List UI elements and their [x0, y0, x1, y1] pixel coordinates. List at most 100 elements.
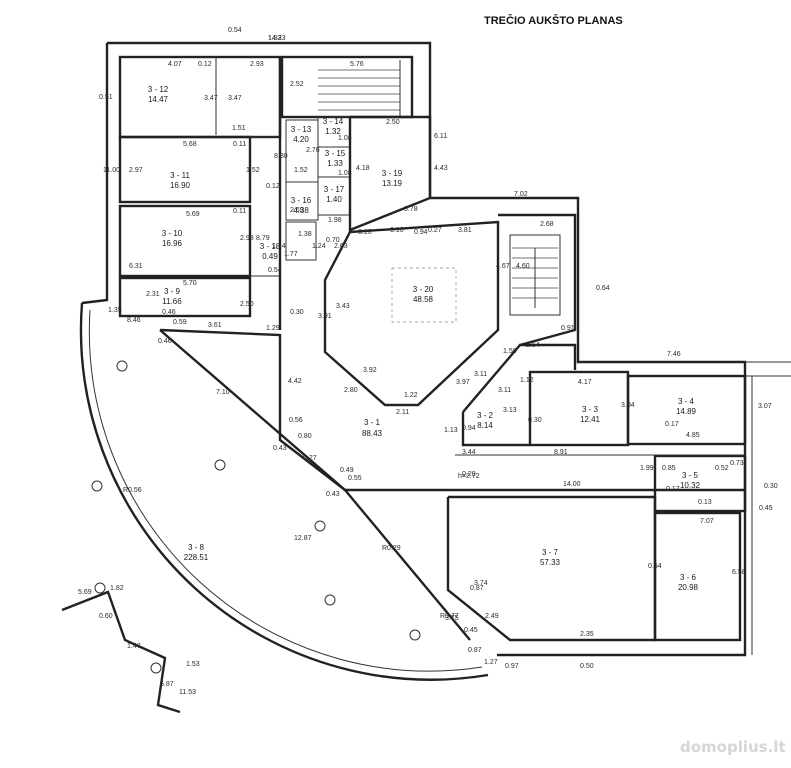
- dimension-label: 0.27: [303, 455, 317, 462]
- room-16-area: 4.38: [293, 206, 309, 215]
- dimension-label: 0.12: [198, 61, 212, 68]
- dimension-label: 3.11: [498, 387, 511, 394]
- room-5-id: 3 - 5: [682, 471, 699, 480]
- dimension-label: 1.35: [108, 307, 122, 314]
- dimension-label: 8.79: [256, 235, 270, 242]
- room-1-area: 88.43: [362, 429, 383, 438]
- dimension-label: 2.63: [334, 243, 348, 250]
- dimension-label: 3.97: [456, 379, 470, 386]
- dimension-label: 2.35: [580, 631, 594, 638]
- room-7-area: 57.33: [540, 558, 561, 567]
- columns: [91, 360, 421, 674]
- dimension-label: 6.58: [732, 569, 746, 576]
- dimension-label: 14.00: [563, 481, 581, 488]
- room-6-area: 20.98: [678, 583, 699, 592]
- plan-title: TREČIO AUKŠTO PLANAS: [484, 14, 623, 27]
- dimension-label: 0.46: [158, 338, 172, 345]
- room-17-area: 1.40: [326, 195, 342, 204]
- big-room-walls: [61, 329, 471, 714]
- dimension-label: R0.29: [382, 545, 401, 552]
- dimension-label: 0.17: [666, 486, 680, 493]
- dimension-label: 0.97: [505, 663, 519, 670]
- dimension-label: 0.46: [162, 309, 176, 316]
- dimension-label: 3.61: [208, 322, 222, 329]
- dimension-label: 2.50: [240, 301, 254, 308]
- room-5-area: 10.32: [680, 481, 701, 490]
- room-13-area: 4.20: [293, 135, 309, 144]
- dimension-label: 0.49: [340, 467, 354, 474]
- dimension-label: 3.47: [204, 95, 218, 102]
- room-3-id: 3 - 3: [582, 405, 599, 414]
- dimension-label: 8.80: [274, 153, 288, 160]
- room-11-id: 3 - 11: [170, 171, 190, 180]
- dimension-label: 3.47: [228, 95, 242, 102]
- dimension-label: 4.85: [686, 432, 700, 439]
- dimension-label: 1.52: [294, 167, 308, 174]
- room-20-id: 3 - 20: [413, 285, 434, 294]
- dimension-label: 1.24: [312, 243, 326, 250]
- outer-walls: [79, 41, 791, 681]
- dimension-label: 11.00: [103, 167, 120, 174]
- dimension-label: 3.74: [474, 580, 488, 587]
- dimension-label: R0.77: [440, 613, 459, 620]
- dimension-label: 0.28: [462, 471, 476, 478]
- dimension-label: 0.11: [233, 208, 246, 215]
- dimension-label: 2.69: [290, 207, 304, 214]
- room-11-area: 16.90: [170, 181, 191, 190]
- dimension-label: 7.07: [700, 518, 714, 525]
- dimension-label: 0.30: [290, 309, 304, 316]
- dimension-label: 0.94: [462, 425, 476, 432]
- dimension-label: 1.27: [484, 659, 498, 666]
- room-12-area: 14.47: [148, 95, 169, 104]
- room-14-id: 3 - 14: [323, 117, 344, 126]
- left-rooms: [118, 55, 282, 330]
- dimension-label: 0.11: [233, 141, 246, 148]
- room-2-area: 8.14: [477, 421, 493, 430]
- dimension-label: 3.04: [621, 402, 635, 409]
- room-3-area: 12.41: [580, 415, 601, 424]
- dimension-label: 2.31: [146, 291, 160, 298]
- dimension-label: 8.46: [127, 317, 141, 324]
- dimension-label: 0.54: [268, 267, 282, 274]
- dimension-label: 11.53: [179, 689, 196, 696]
- dimension-label: 3.91: [318, 313, 332, 320]
- dimension-label: 0.50: [580, 663, 594, 670]
- room-6-id: 3 - 6: [680, 573, 697, 582]
- room-19-area: 13.19: [382, 179, 403, 188]
- room-15-id: 3 - 15: [325, 149, 346, 158]
- dimension-label: 3.44: [462, 449, 476, 456]
- dimension-label: 1.38: [298, 231, 312, 238]
- dimension-label: 0.55: [348, 475, 362, 482]
- room-13-id: 3 - 13: [291, 125, 312, 134]
- dimension-label: 0.87: [468, 647, 482, 654]
- dimension-label: 1.53: [186, 661, 200, 668]
- dimension-label: 4.17: [578, 379, 592, 386]
- dimension-label: 0.94: [414, 229, 428, 236]
- dimension-label: 3.75: [445, 615, 459, 622]
- dimension-label: 1.13: [444, 427, 458, 434]
- dimension-label: 0.52: [715, 465, 729, 472]
- dimension-label: 1.52: [246, 167, 260, 174]
- dimension-label: 0.64: [596, 285, 610, 292]
- dimension-label: 2.68: [540, 221, 554, 228]
- watermark: domoplius.lt: [680, 738, 786, 756]
- dimension-label: 0.45: [464, 627, 478, 634]
- dimension-label: 4.60: [516, 263, 530, 270]
- dimension-label: 0.27: [428, 227, 442, 234]
- room-15-area: 1.33: [327, 159, 343, 168]
- dimension-label: 7.02: [514, 191, 528, 198]
- dimension-label: 0.17: [665, 421, 679, 428]
- dimension-label: h=2.72: [458, 473, 480, 480]
- room-8-area: 228.51: [184, 553, 209, 562]
- dimension-label: 5.69: [78, 589, 92, 596]
- dimension-label: 0.56: [289, 417, 303, 424]
- dimension-label: R0.56: [123, 487, 142, 494]
- dimension-label: 5.76: [350, 61, 364, 68]
- dimension-label: 2.50: [386, 119, 400, 126]
- dimension-label: 3.43: [336, 303, 350, 310]
- room-4-area: 14.89: [676, 407, 697, 416]
- dimension-label: 6.31: [129, 263, 143, 270]
- dimension-label: 4.42: [288, 378, 302, 385]
- dimension-label: 0.91: [561, 325, 575, 332]
